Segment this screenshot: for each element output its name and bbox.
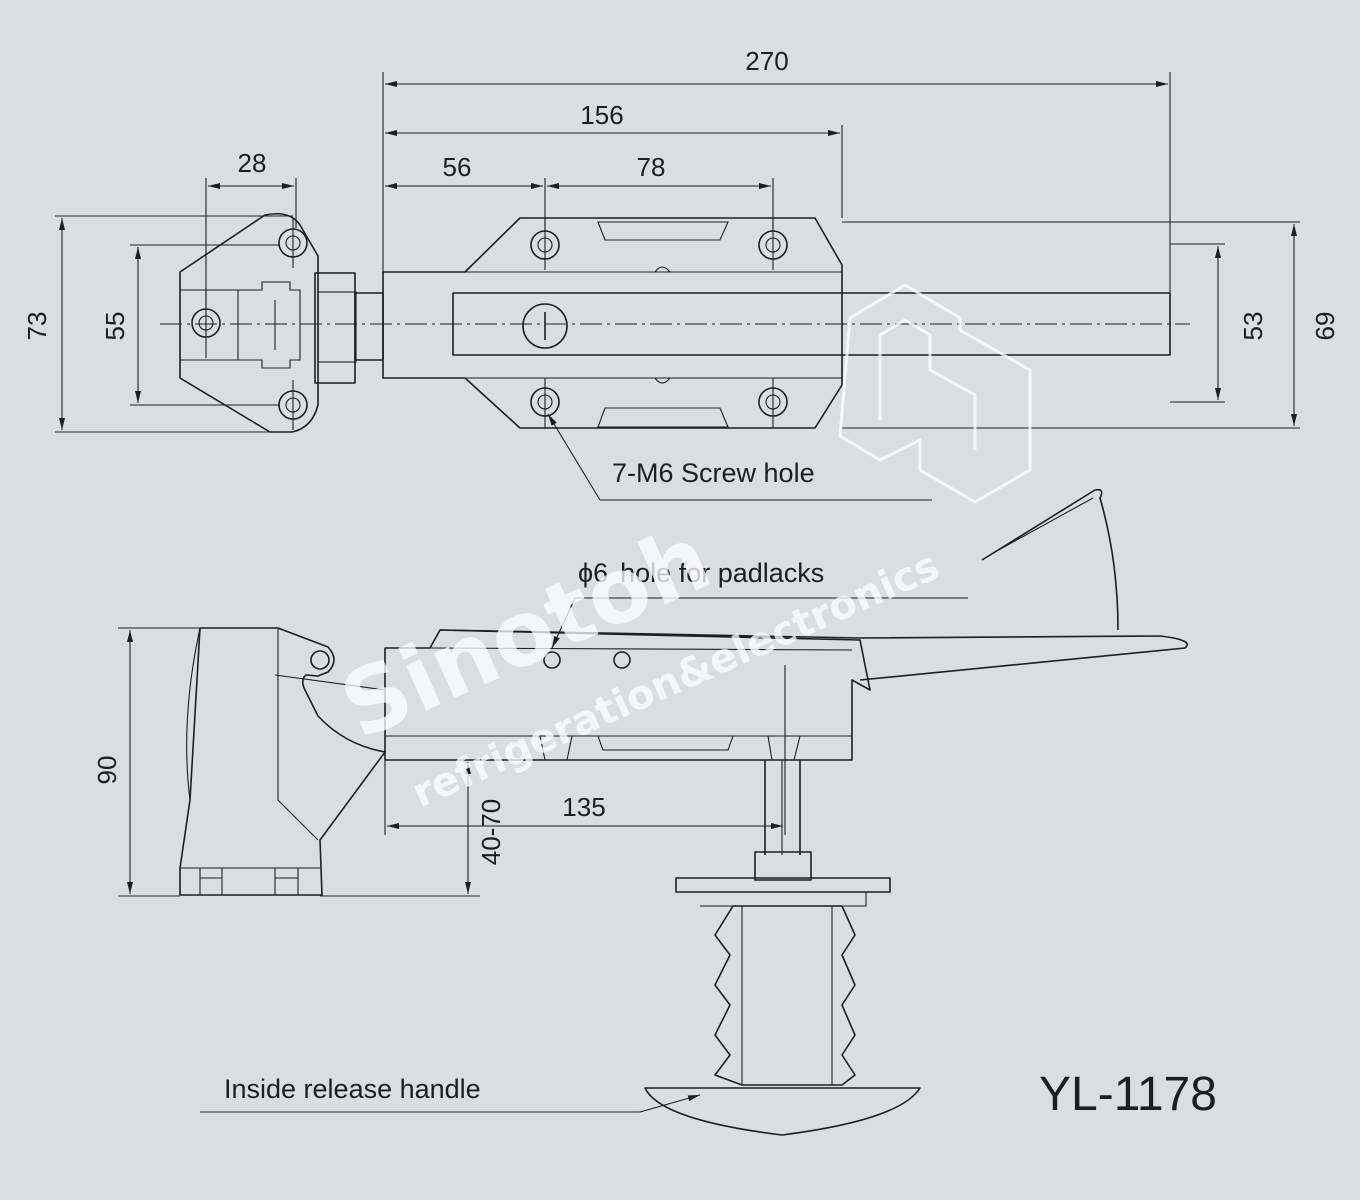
watermark: Sinotoh refrigeration&electronics xyxy=(326,283,1032,817)
release-callout: Inside release handle xyxy=(200,1074,701,1113)
keeper-pivot xyxy=(310,650,330,670)
dim-55: 55 xyxy=(100,312,130,341)
release-label: Inside release handle xyxy=(224,1074,481,1104)
dim-53: 53 xyxy=(1238,312,1268,341)
release-shaft xyxy=(764,760,801,855)
key-lock xyxy=(522,303,568,349)
phi-symbol: ϕ6 xyxy=(578,558,608,588)
padlock-label: ϕ6 hole for padlacks xyxy=(578,558,824,588)
top-view xyxy=(160,212,1190,433)
release-knob xyxy=(644,1087,921,1136)
slot-top xyxy=(597,221,729,241)
model-number: YL-1178 xyxy=(1039,1068,1217,1121)
dim-156: 156 xyxy=(580,100,623,130)
dim-135: 135 xyxy=(562,792,605,822)
dim-270: 270 xyxy=(745,46,788,76)
dim-78: 78 xyxy=(637,152,666,182)
top-dimensions: 270 156 56 78 28 73 55 53 69 xyxy=(22,46,1340,433)
dim-28: 28 xyxy=(238,148,267,178)
dim-73: 73 xyxy=(22,312,52,341)
shaft-collar xyxy=(754,851,812,881)
screw-hole-label: 7-M6 Screw hole xyxy=(612,458,815,488)
watermark-hex-logo xyxy=(838,283,1032,504)
strike-plate xyxy=(179,212,319,433)
bellows xyxy=(714,905,856,1086)
side-dimensions: 90 135 40-70 xyxy=(92,627,786,897)
bolt-connector xyxy=(354,292,384,361)
side-view xyxy=(179,488,1188,1136)
latch-body-outline xyxy=(382,217,843,429)
dim-40-70: 40-70 xyxy=(476,799,506,866)
dim-90: 90 xyxy=(92,756,122,785)
dim-69: 69 xyxy=(1310,312,1340,341)
padlock-hole-1 xyxy=(543,651,561,669)
slot-bottom xyxy=(597,407,729,428)
padlock-label-text: hole for padlacks xyxy=(620,558,824,588)
strike-pocket xyxy=(180,281,301,369)
hook-block xyxy=(314,272,356,384)
padlock-callout: ϕ6 hole for padlacks xyxy=(551,558,968,649)
dim-56: 56 xyxy=(443,152,472,182)
lever-grip xyxy=(981,488,1119,631)
screw-hole-callout: 7-M6 Screw hole xyxy=(547,413,932,501)
lever-handle xyxy=(439,629,1188,681)
padlock-hole-2 xyxy=(613,651,631,669)
